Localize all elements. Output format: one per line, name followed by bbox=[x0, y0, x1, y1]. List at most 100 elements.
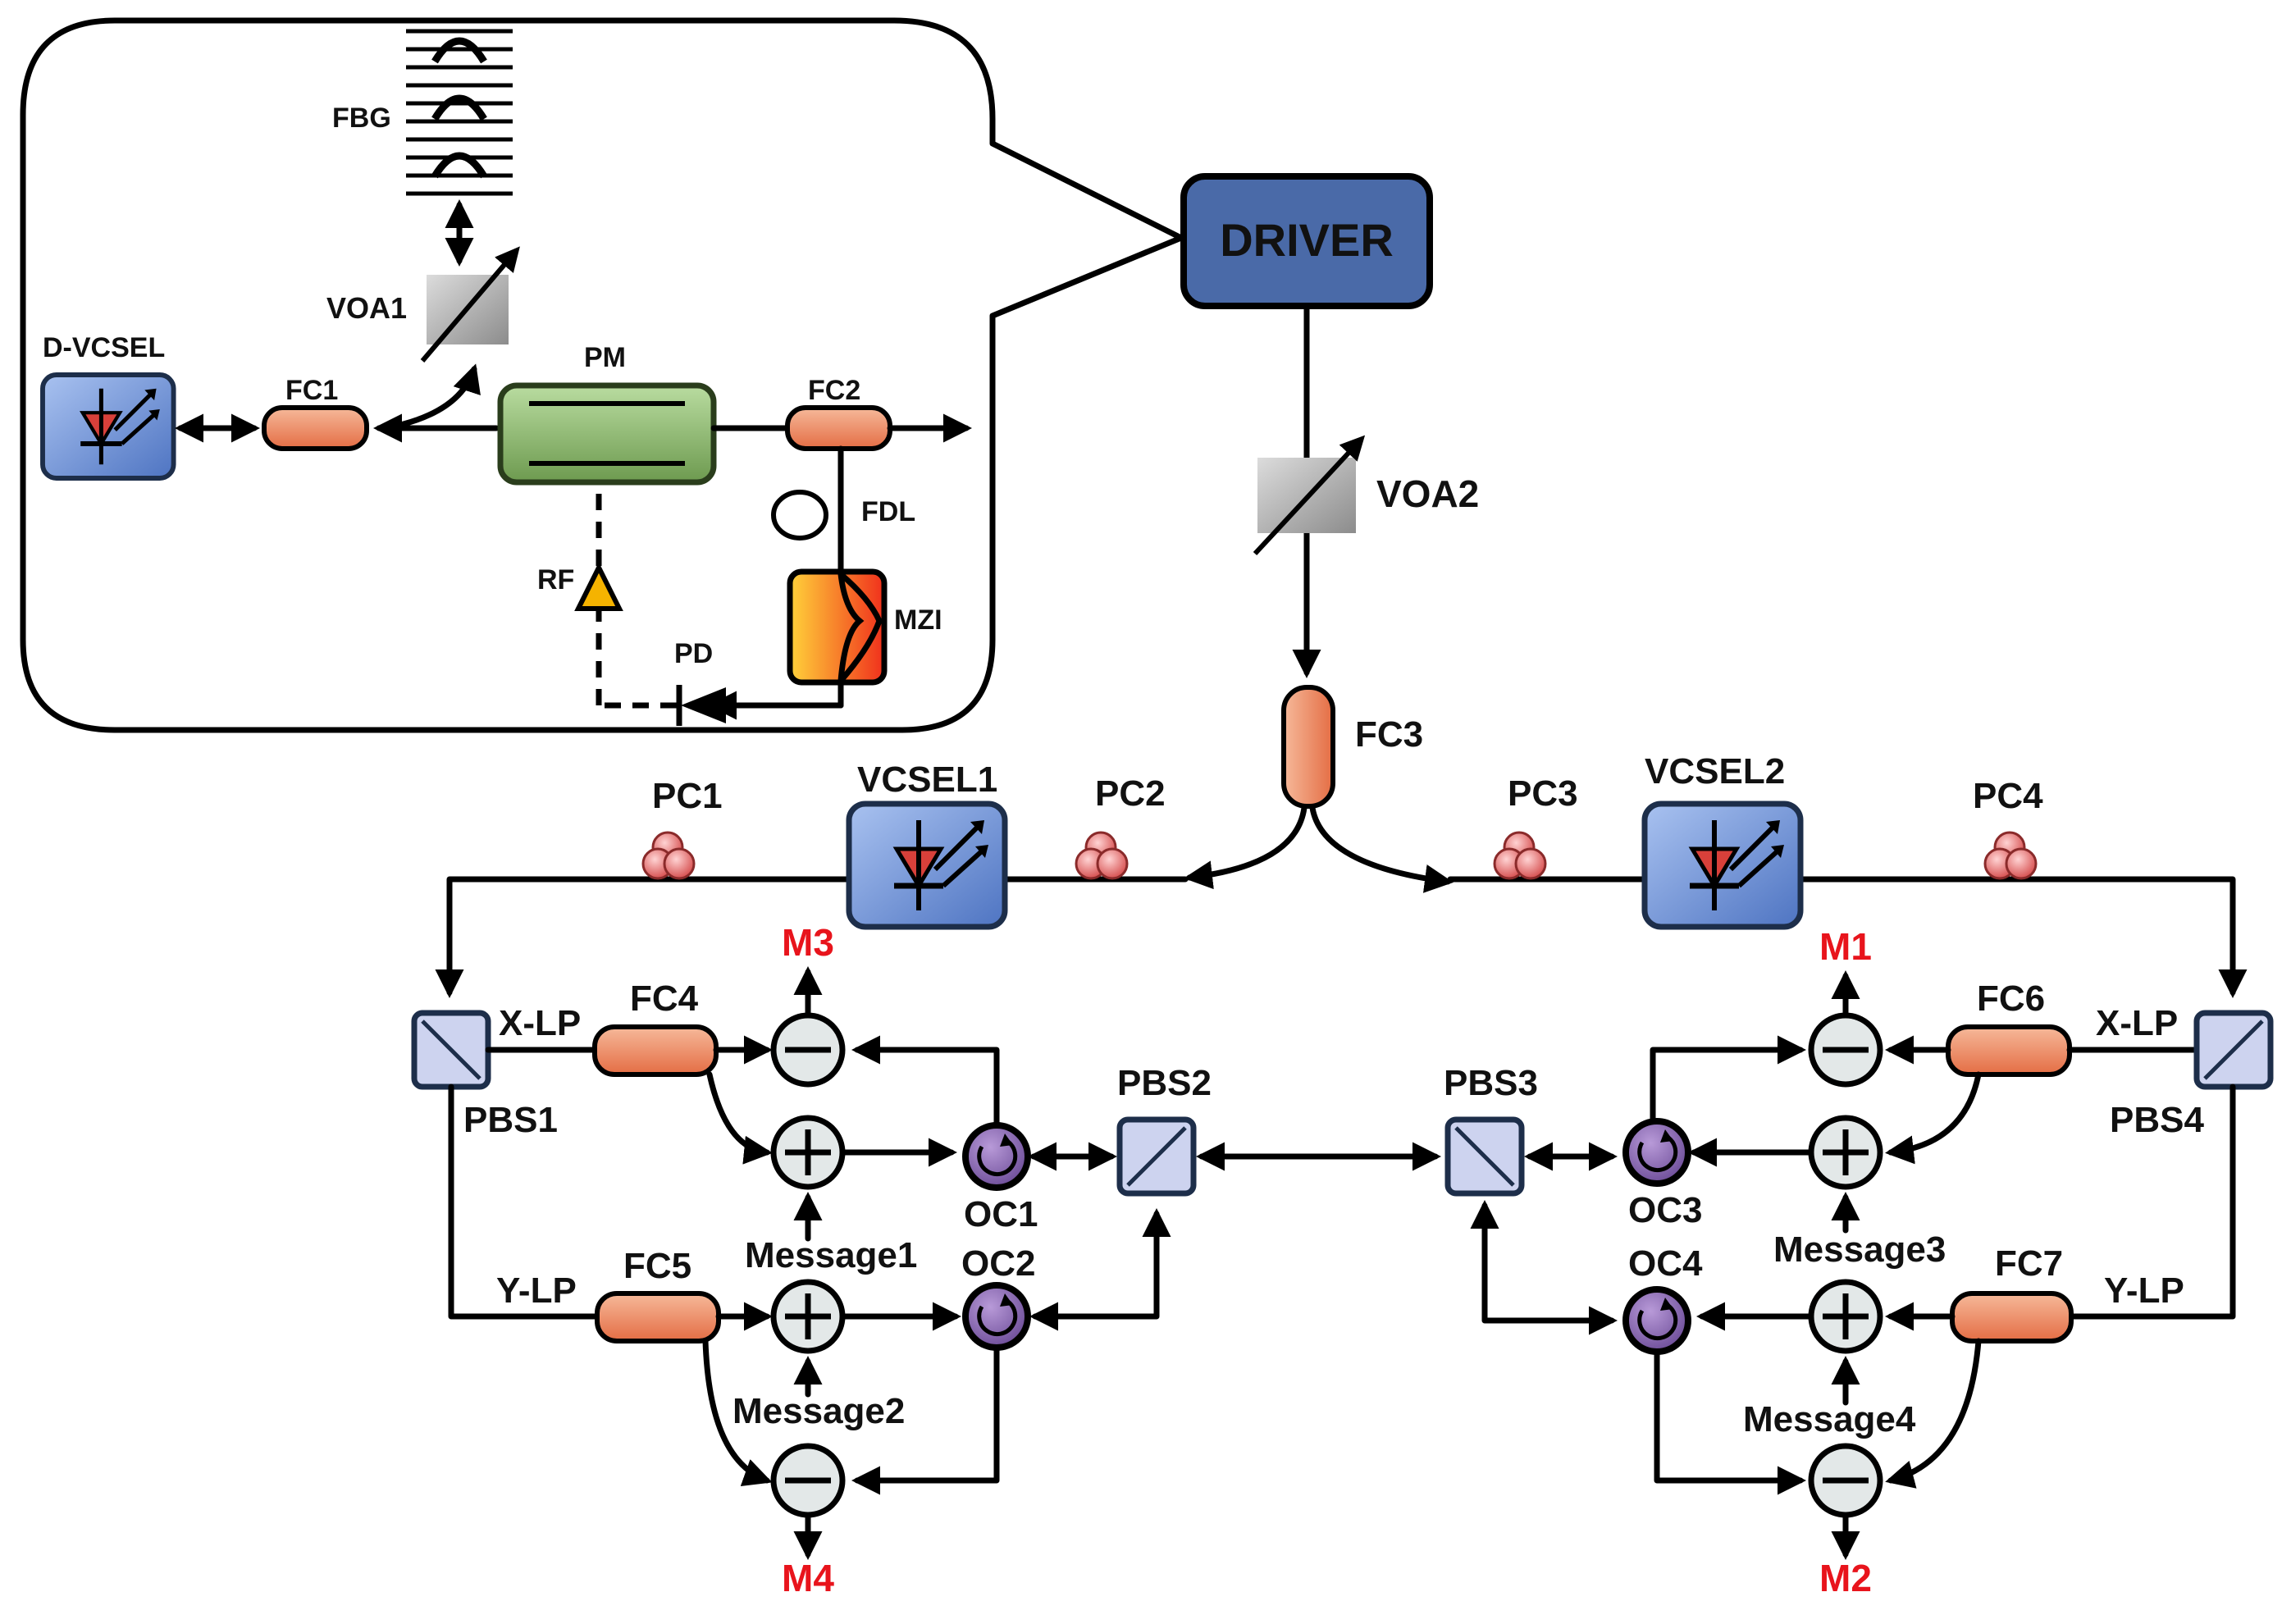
fdl-label: FDL bbox=[861, 496, 915, 527]
fc3-label: FC3 bbox=[1355, 714, 1423, 755]
message4-label: Message4 bbox=[1743, 1399, 1916, 1439]
pc2-label: PC2 bbox=[1095, 773, 1166, 814]
xlp-right-label: X-LP bbox=[2096, 1003, 2178, 1043]
oc4-minus-link bbox=[1654, 1350, 1806, 1495]
fc1-coupler bbox=[262, 405, 369, 451]
subtractor-icon bbox=[1811, 1015, 1880, 1084]
adder-icon bbox=[774, 1118, 842, 1187]
voa1-label: VOA1 bbox=[326, 291, 407, 325]
subtractor-icon bbox=[774, 1446, 842, 1515]
mzi-label: MZI bbox=[894, 604, 942, 636]
message1-label: Message1 bbox=[745, 1235, 917, 1275]
m4-label: M4 bbox=[782, 1557, 834, 1599]
pbs3-label: PBS3 bbox=[1444, 1063, 1538, 1103]
fc7-coupler bbox=[1950, 1291, 2074, 1343]
fiber-loop-icon bbox=[771, 490, 828, 541]
fbg-label: FBG bbox=[332, 103, 391, 134]
polarization-controller-icon bbox=[1983, 831, 2038, 880]
phase-modulator bbox=[497, 382, 717, 486]
polarization-controller-icon bbox=[1075, 831, 1129, 880]
pbs4-icon bbox=[2197, 1013, 2270, 1087]
vcsel1-icon bbox=[849, 804, 1005, 927]
rf-label: RF bbox=[537, 564, 574, 595]
fc5-coupler bbox=[595, 1291, 721, 1343]
ylp-left-label: Y-LP bbox=[496, 1270, 577, 1311]
xlp-left-label: X-LP bbox=[499, 1003, 581, 1043]
oc1-label: OC1 bbox=[964, 1194, 1038, 1234]
ylp-right-label: Y-LP bbox=[2104, 1270, 2184, 1311]
amplifier-icon bbox=[574, 562, 623, 611]
callout-bubble bbox=[20, 17, 1184, 733]
pbs2-label: PBS2 bbox=[1117, 1063, 1212, 1103]
driver-label: DRIVER bbox=[1220, 214, 1394, 266]
fc5-minus-link bbox=[702, 1338, 773, 1487]
fc4-coupler bbox=[592, 1024, 719, 1077]
attenuator-icon bbox=[420, 246, 520, 363]
pbs3-icon bbox=[1448, 1120, 1522, 1193]
fc3-right-branch bbox=[1309, 805, 1454, 893]
fc4-label: FC4 bbox=[630, 979, 699, 1019]
message3-label: Message3 bbox=[1773, 1229, 1946, 1270]
pc3-label: PC3 bbox=[1508, 773, 1578, 814]
m2-label: M2 bbox=[1819, 1557, 1872, 1599]
pbs1-label: PBS1 bbox=[463, 1100, 558, 1140]
m3-label: M3 bbox=[782, 921, 834, 964]
adder-icon bbox=[1811, 1118, 1880, 1187]
dvcsel-label: D-VCSEL bbox=[43, 332, 165, 363]
fc4-plus-link bbox=[706, 1071, 773, 1165]
fc2-label: FC2 bbox=[808, 375, 860, 406]
pbs3-oc4-link bbox=[1470, 1200, 1618, 1335]
fc2-coupler bbox=[785, 405, 892, 451]
fc7-label: FC7 bbox=[1995, 1243, 2063, 1284]
circulator-icon bbox=[1626, 1121, 1688, 1184]
pc4-line bbox=[1795, 876, 2248, 998]
fc7-minus-link bbox=[1885, 1338, 1982, 1489]
pd-label: PD bbox=[674, 638, 713, 669]
adder-icon bbox=[774, 1282, 842, 1351]
fc3-left-branch bbox=[1184, 805, 1308, 890]
pbs2-icon bbox=[1120, 1120, 1193, 1193]
circulator-icon bbox=[965, 1125, 1028, 1188]
oc1-minus-link bbox=[851, 1035, 1000, 1127]
circulator-icon bbox=[1626, 1289, 1688, 1352]
pc4-label: PC4 bbox=[1973, 776, 2043, 816]
subtractor-icon bbox=[1811, 1446, 1880, 1515]
voa2-label: VOA2 bbox=[1376, 472, 1479, 515]
oc2-pbs2-link bbox=[1029, 1208, 1171, 1331]
vcsel2-icon bbox=[1645, 804, 1800, 927]
fc6-coupler bbox=[1946, 1024, 2072, 1077]
vcsel2-label: VCSEL2 bbox=[1645, 751, 1785, 791]
oc2-minus-link bbox=[851, 1346, 1000, 1495]
fc3-coupler bbox=[1281, 685, 1335, 809]
pm-label: PM bbox=[584, 342, 626, 373]
mzi-icon bbox=[787, 568, 888, 686]
oc3-label: OC3 bbox=[1628, 1190, 1702, 1230]
pbs1-ylp-line bbox=[448, 1083, 600, 1320]
attenuator-icon bbox=[1253, 435, 1366, 556]
oc2-label: OC2 bbox=[961, 1243, 1035, 1284]
fbg-icon bbox=[406, 29, 513, 196]
circulator-icon bbox=[965, 1285, 1028, 1348]
oc3-minus-link bbox=[1650, 1035, 1806, 1123]
vcsel1-label: VCSEL1 bbox=[857, 760, 997, 800]
adder-icon bbox=[1811, 1282, 1880, 1351]
subtractor-icon bbox=[774, 1015, 842, 1084]
fc5-label: FC5 bbox=[623, 1246, 691, 1286]
pc1-line bbox=[435, 876, 852, 998]
oc4-label: OC4 bbox=[1628, 1243, 1703, 1284]
m1-label: M1 bbox=[1819, 925, 1872, 968]
fc6-plus-link bbox=[1885, 1071, 1982, 1165]
vcsel-icon bbox=[43, 375, 174, 478]
polarization-controller-icon bbox=[1493, 831, 1547, 880]
fc1-label: FC1 bbox=[285, 375, 338, 406]
fc1-voa1-link bbox=[382, 363, 481, 431]
pc1-label: PC1 bbox=[652, 776, 723, 816]
message2-label: Message2 bbox=[732, 1391, 905, 1431]
polarization-controller-icon bbox=[641, 831, 696, 880]
photodiode-icon bbox=[676, 685, 726, 726]
pbs4-ylp-line bbox=[2068, 1083, 2236, 1320]
pbs1-icon bbox=[414, 1013, 488, 1087]
pbs4-label: PBS4 bbox=[2110, 1100, 2204, 1140]
